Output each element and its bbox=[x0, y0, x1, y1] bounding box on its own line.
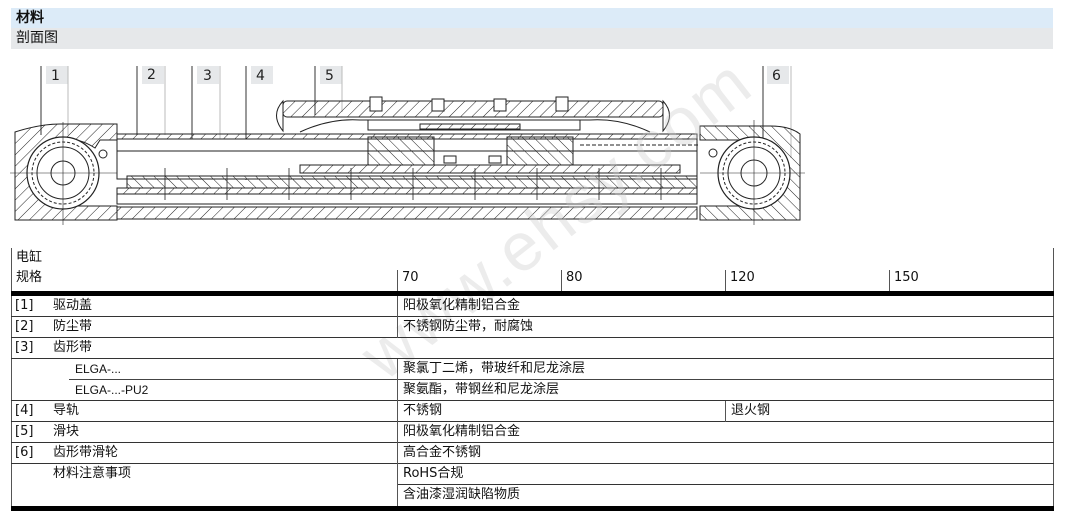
notes-label: 材料注意事项 bbox=[53, 466, 132, 481]
table-row: 含油漆湿润缺陷物质 bbox=[403, 487, 521, 502]
table-row: RoHS合规 bbox=[397, 464, 1054, 485]
header-label-line2: 规格 bbox=[16, 270, 43, 285]
table-row: [5] 滑块 阳极氧化精制铝合金 bbox=[11, 422, 1054, 443]
section-subtitle: 剖面图 bbox=[11, 28, 1053, 49]
callout-1: 1 bbox=[40, 66, 69, 135]
size-150: 150 bbox=[894, 270, 919, 285]
size-120: 120 bbox=[730, 270, 755, 285]
svg-text:2: 2 bbox=[147, 67, 156, 83]
table-row: [2] 防尘带 不锈钢防尘带，耐腐蚀 bbox=[11, 317, 1054, 338]
svg-text:3: 3 bbox=[203, 68, 212, 84]
svg-text:1: 1 bbox=[51, 68, 60, 84]
table-row: [4] 导轨 不锈钢 退火钢 bbox=[11, 401, 1054, 422]
size-70: 70 bbox=[402, 270, 419, 285]
svg-text:4: 4 bbox=[256, 68, 265, 84]
table-row: [6] 齿形带滑轮 高合金不锈钢 bbox=[11, 443, 1054, 464]
svg-text:6: 6 bbox=[772, 68, 781, 84]
table-row: [1] 驱动盖 阳极氧化精制铝合金 bbox=[11, 296, 1054, 317]
table-row: [3] 齿形带 bbox=[11, 338, 1054, 359]
cross-section-drawing: 1 2 3 4 5 6 bbox=[10, 66, 805, 225]
section-title: 材料 bbox=[11, 8, 1053, 28]
table-row: ELGA-... 聚氯丁二烯，带玻纤和尼龙涂层 bbox=[69, 359, 1054, 380]
size-80: 80 bbox=[566, 270, 583, 285]
callout-3: 3 bbox=[191, 66, 221, 142]
header-label-line1: 电缸 bbox=[16, 250, 43, 265]
callout-5: 5 bbox=[314, 66, 343, 115]
table-row: ELGA-...-PU2 聚氨酯，带钢丝和尼龙涂层 bbox=[11, 380, 1054, 401]
table-bottom-border bbox=[11, 506, 1054, 511]
callout-2: 2 bbox=[136, 66, 166, 135]
header-divider bbox=[11, 291, 1054, 296]
svg-text:5: 5 bbox=[325, 68, 334, 84]
